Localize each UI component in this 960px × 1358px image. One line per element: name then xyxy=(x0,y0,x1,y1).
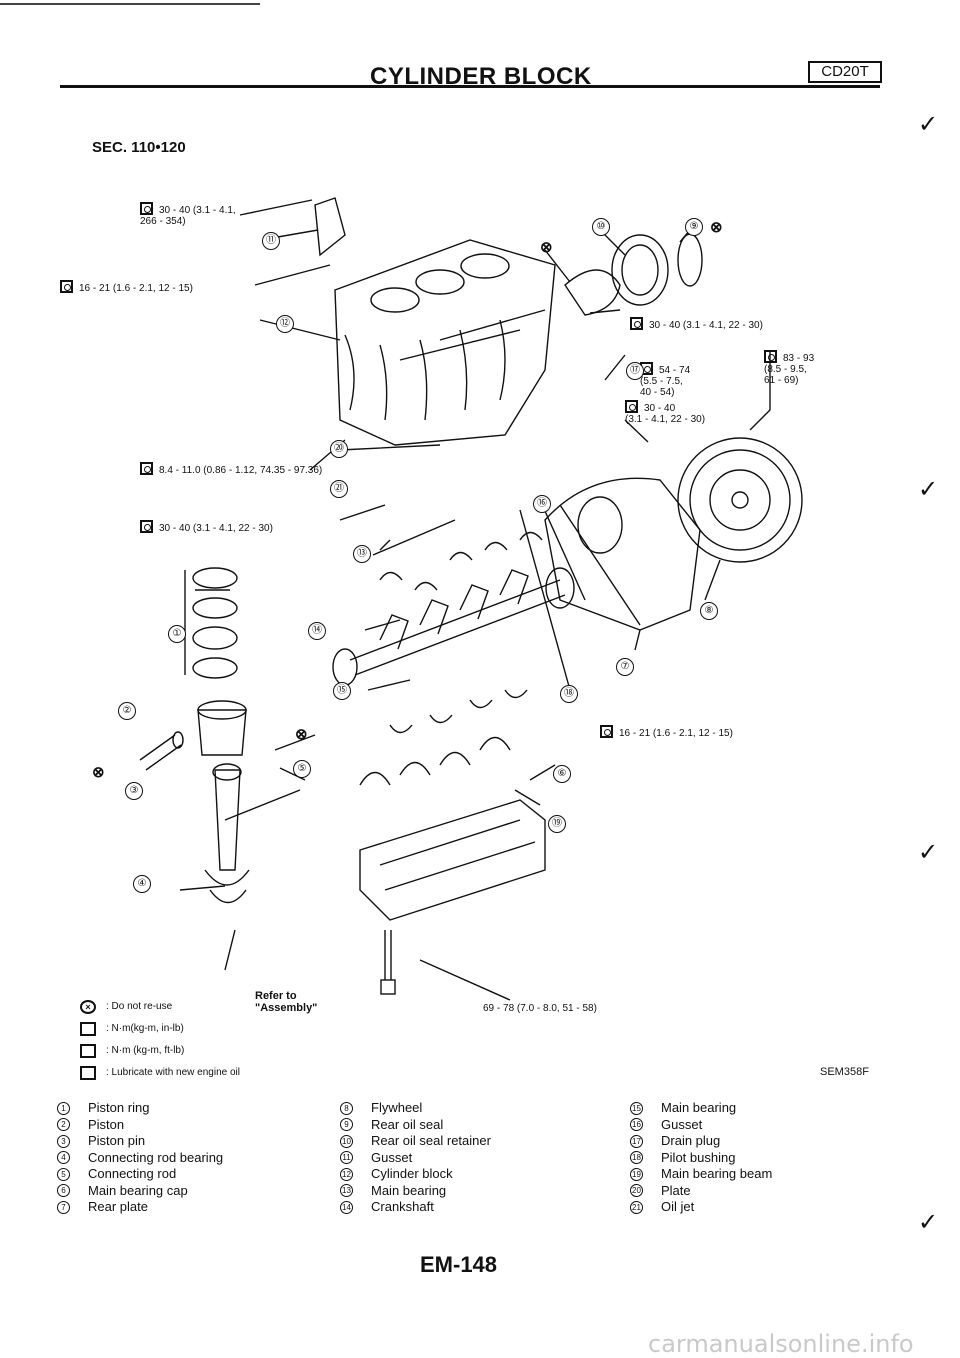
torque-wrench-inlb-icon xyxy=(80,1022,96,1036)
callout-3: ③ xyxy=(125,782,143,800)
section-number: SEC. 110•120 xyxy=(92,139,186,156)
legend-torque-inlb: : N·m(kg-m, in-lb) xyxy=(80,1018,240,1040)
callout-9: ⑨ xyxy=(685,218,703,236)
do-not-reuse-icon: ⊗ xyxy=(540,239,553,256)
figure-code: SEM358F xyxy=(820,1066,869,1078)
callout-20: ⑳ xyxy=(330,440,348,458)
torque-spec-main-bearing-beam-bolt: 69 - 78 (7.0 - 8.0, 51 - 58) xyxy=(483,1003,597,1014)
callout-15: ⑮ xyxy=(333,682,351,700)
torque-wrench-icon xyxy=(140,520,153,533)
page-number: EM-148 xyxy=(420,1252,498,1277)
margin-check-icon: ✓ xyxy=(918,111,939,138)
callout-5: ⑤ xyxy=(293,760,311,778)
do-not-reuse-icon: ⊗ xyxy=(92,764,105,781)
torque-wrench-inlb-icon xyxy=(140,462,153,475)
torque-wrench-icon xyxy=(600,725,613,738)
callout-11: ⑪ xyxy=(262,232,280,250)
callout-18: ⑱ xyxy=(560,685,578,703)
torque-spec-gusset-lower: 16 - 21 (1.6 - 2.1, 12 - 15) xyxy=(60,280,193,294)
title-rule xyxy=(60,85,880,88)
top-scan-line xyxy=(0,3,260,5)
symbol-legend: ×: Do not re-use : N·m(kg-m, in-lb) : N·… xyxy=(80,996,240,1084)
legend-lubricate: : Lubricate with new engine oil xyxy=(80,1062,240,1084)
legend-torque-ftlb: : N·m (kg-m, ft-lb) xyxy=(80,1040,240,1062)
margin-check-icon: ✓ xyxy=(918,1209,939,1236)
torque-wrench-icon xyxy=(140,202,153,215)
torque-spec-drain-plug: 54 - 74 (5.5 - 7.5, 40 - 54) xyxy=(640,362,690,398)
watermark: carmanualsonline.info xyxy=(648,1330,914,1358)
refer-to-assembly-note: Refer to "Assembly" xyxy=(255,990,318,1014)
torque-spec-oil-jet: 30 - 40 (3.1 - 4.1, 22 - 30) xyxy=(140,520,273,534)
callout-4: ④ xyxy=(133,875,151,893)
torque-spec-gusset-side: 30 - 40 (3.1 - 4.1, 22 - 30) xyxy=(625,400,705,425)
callout-21: ㉑ xyxy=(330,480,348,498)
margin-check-icon: ✓ xyxy=(918,476,939,503)
torque-spec-plate: 8.4 - 11.0 (0.86 - 1.12, 74.35 - 97.36) xyxy=(140,462,322,476)
oil-can-icon xyxy=(80,1066,96,1080)
callout-14: ⑭ xyxy=(308,622,326,640)
callout-10: ⑩ xyxy=(592,218,610,236)
callout-17: ⑰ xyxy=(626,362,644,380)
page-header: CYLINDER BLOCK CD20T xyxy=(0,55,960,95)
callout-12: ⑫ xyxy=(276,315,294,333)
torque-wrench-icon xyxy=(60,280,73,293)
model-badge: CD20T xyxy=(808,61,882,83)
callout-19: ⑲ xyxy=(548,815,566,833)
cylinder-block-drawing xyxy=(334,239,556,446)
torque-wrench-icon xyxy=(625,400,638,413)
torque-spec-gusset-upper: 30 - 40 (3.1 - 4.1, 266 - 354) xyxy=(140,202,236,227)
callout-8: ⑧ xyxy=(700,602,718,620)
torque-wrench-icon xyxy=(630,317,643,330)
callout-6: ⑥ xyxy=(553,765,571,783)
margin-check-icon: ✓ xyxy=(918,839,939,866)
torque-spec-flywheel: 83 - 93 (8.5 - 9.5, 61 - 69) xyxy=(764,350,814,386)
callout-1: ① xyxy=(168,625,186,643)
legend-do-not-reuse: ×: Do not re-use xyxy=(80,996,240,1018)
do-not-reuse-icon: ⊗ xyxy=(295,726,308,743)
cylinder-block-illustration xyxy=(139,197,803,1001)
do-not-reuse-icon: ⊗ xyxy=(710,219,723,236)
callout-2: ② xyxy=(118,702,136,720)
torque-spec-retainer: 30 - 40 (3.1 - 4.1, 22 - 30) xyxy=(630,317,763,331)
do-not-reuse-icon: × xyxy=(80,1000,96,1014)
exploded-diagram: 30 - 40 (3.1 - 4.1, 266 - 354) 16 - 21 (… xyxy=(0,170,960,1040)
callout-16: ⑯ xyxy=(533,495,551,513)
torque-wrench-icon xyxy=(80,1044,96,1058)
torque-spec-rear-plate: 16 - 21 (1.6 - 2.1, 12 - 15) xyxy=(600,725,733,739)
callout-7: ⑦ xyxy=(616,658,634,676)
callout-13: ⑬ xyxy=(353,545,371,563)
torque-wrench-icon xyxy=(764,350,777,363)
